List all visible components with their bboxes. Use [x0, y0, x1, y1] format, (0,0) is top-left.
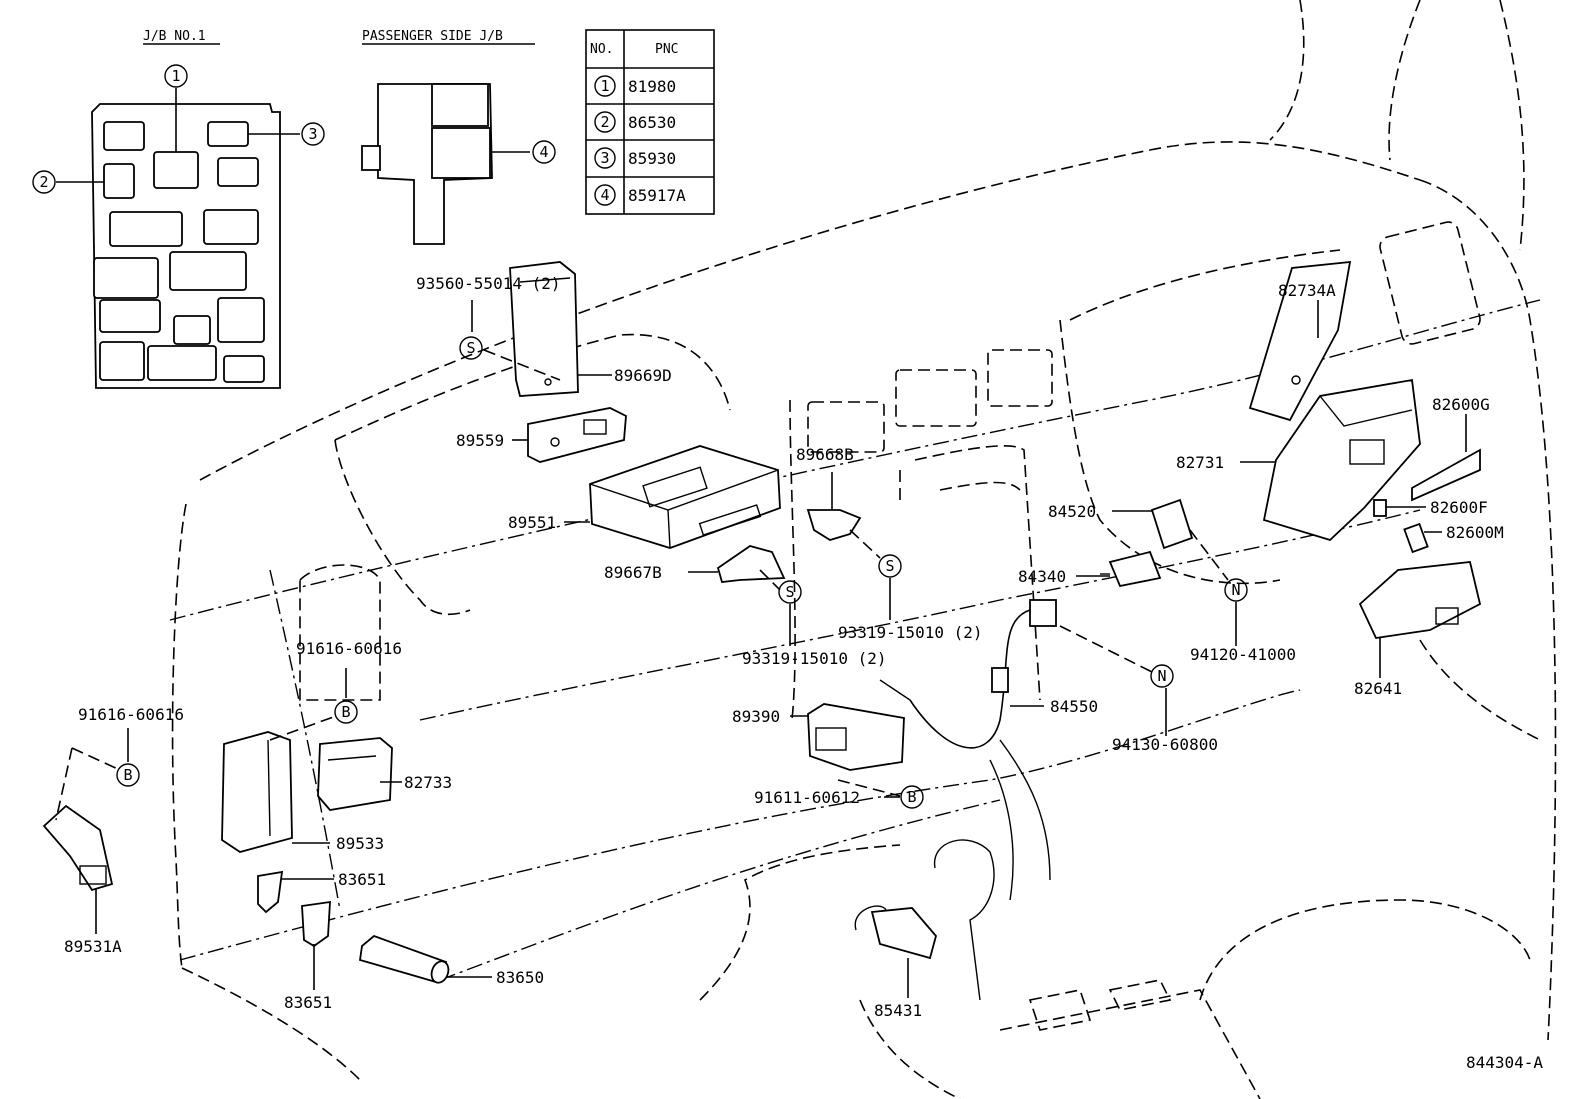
- part-label: 84550: [1050, 697, 1098, 716]
- part-label: 83651: [338, 870, 386, 889]
- part-83650-sensor: [358, 934, 450, 984]
- table-row-pnc: 86530: [628, 113, 676, 132]
- table-header-no: NO.: [590, 42, 613, 57]
- part-label: 89390: [732, 707, 780, 726]
- callout-s: S: [466, 339, 475, 357]
- figure-id: 844304-A: [1466, 1053, 1543, 1072]
- callout-1: 1: [171, 67, 180, 85]
- table-row-no: 3: [600, 149, 609, 167]
- part-label: 91611-60612: [754, 788, 860, 807]
- part-label: 83650: [496, 968, 544, 987]
- part-82733-bracket: [317, 737, 393, 811]
- part-label: 82641: [1354, 679, 1402, 698]
- part-89390-module: [807, 679, 911, 771]
- part-label: 89668B: [796, 445, 854, 464]
- part-89533-relay: [221, 731, 293, 853]
- part-82600M-fuse: [1403, 522, 1429, 554]
- jb-no1-heading: J/B NO.1: [143, 29, 206, 44]
- part-82600F-fuse: [1373, 499, 1387, 517]
- part-83651-clips: [257, 870, 331, 948]
- part-label: 89669D: [614, 366, 672, 385]
- part-89559-bracket: [527, 407, 627, 463]
- part-89669D-bracket: [509, 261, 579, 397]
- table-row-no: 1: [600, 77, 609, 95]
- part-label: 89533: [336, 834, 384, 853]
- part-label: 91616-60616: [78, 705, 184, 724]
- passenger-jb-heading: PASSENGER SIDE J/B: [362, 29, 503, 44]
- callout-n: N: [1157, 667, 1166, 685]
- leader-lines: [55, 300, 1467, 998]
- dashboard-outline: [169, 0, 1557, 1099]
- callout-2: 2: [39, 173, 48, 191]
- part-82600G-label: [1411, 448, 1481, 502]
- part-label: 91616-60616: [296, 639, 402, 658]
- part-89551-ecu: [589, 445, 781, 549]
- part-label: 89667B: [604, 563, 662, 582]
- fastener-callouts: S S S N N B B B: [116, 336, 1248, 809]
- shift-lever: [934, 739, 1051, 1001]
- callout-s: S: [885, 557, 894, 575]
- part-label: 93319-15010 (2): [838, 623, 983, 642]
- part-82734A-bracket: [1248, 260, 1352, 422]
- callout-s: S: [785, 583, 794, 601]
- table-row-no: 4: [600, 186, 609, 204]
- part-label: 94130-60800: [1112, 735, 1218, 754]
- part-85431-switch: [854, 905, 937, 960]
- part-label: 83651: [284, 993, 332, 1012]
- part-label: 84340: [1018, 567, 1066, 586]
- callout-b: B: [341, 703, 350, 721]
- jb-no1-inset: J/B NO.1 1 3 2: [32, 29, 325, 389]
- callout-b: B: [907, 788, 916, 806]
- part-label: 89559: [456, 431, 504, 450]
- pnc-table: NO. PNC 1 2 3 4 81980 86530 85930 85917A: [585, 29, 715, 215]
- part-label: 89531A: [64, 937, 122, 956]
- callout-n: N: [1231, 581, 1240, 599]
- table-row-pnc: 81980: [628, 77, 676, 96]
- table-row-pnc: 85930: [628, 149, 676, 168]
- part-label: 82734A: [1278, 281, 1336, 300]
- table-header-pnc: PNC: [655, 42, 678, 57]
- callout-3: 3: [308, 125, 317, 143]
- part-84520-switch: [1150, 498, 1194, 550]
- part-label: 93560-55014 (2): [416, 274, 561, 293]
- part-label: 82731: [1176, 453, 1224, 472]
- part-label: 84520: [1048, 502, 1096, 521]
- part-labels: 93560-55014 (2) 89669D 89559 89551 89668…: [64, 274, 1543, 1072]
- part-82731-unit: [1262, 378, 1421, 542]
- part-label: 82600G: [1432, 395, 1490, 414]
- part-label: 85431: [874, 1001, 922, 1020]
- table-row-pnc: 85917A: [628, 186, 686, 205]
- part-84340-switch: [1100, 550, 1162, 588]
- table-row-no: 2: [600, 113, 609, 131]
- passenger-jb-inset: PASSENGER SIDE J/B 4: [361, 29, 556, 245]
- part-89531A-relay: [42, 804, 114, 892]
- part-label: 82600M: [1446, 523, 1504, 542]
- part-label: 94120-41000: [1190, 645, 1296, 664]
- part-89667B-bracket: [716, 545, 786, 583]
- part-label: 82733: [404, 773, 452, 792]
- part-82641-connector: [1358, 561, 1482, 639]
- part-84550-cable: [909, 599, 1057, 749]
- part-89668B-bracket: [806, 509, 862, 541]
- callout-4: 4: [539, 143, 548, 161]
- part-label: 89551: [508, 513, 556, 532]
- callout-b: B: [123, 766, 132, 784]
- part-label: 93319-15010 (2): [742, 649, 887, 668]
- part-label: 82600F: [1430, 498, 1488, 517]
